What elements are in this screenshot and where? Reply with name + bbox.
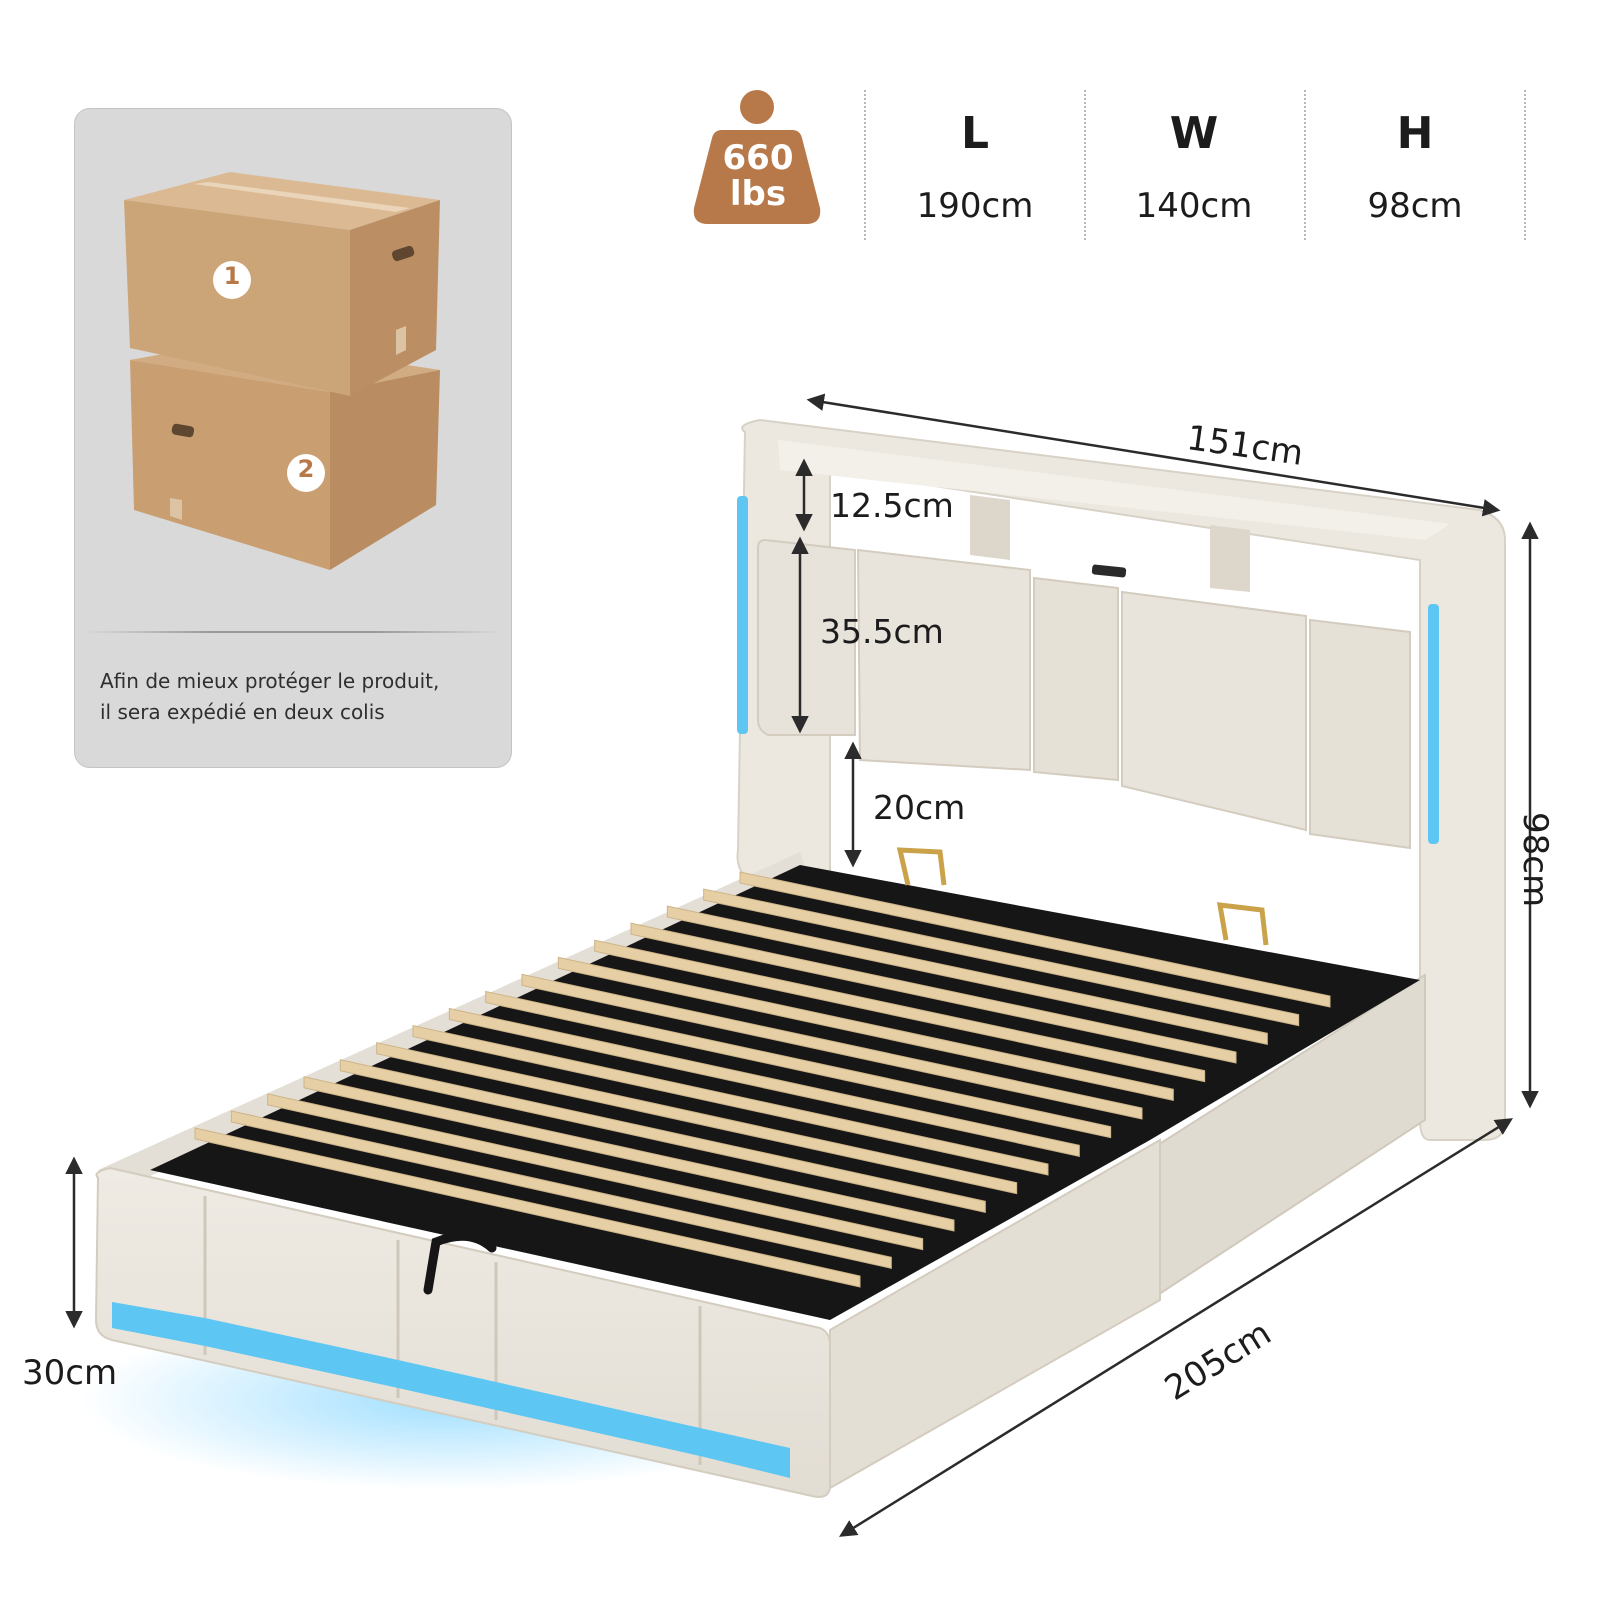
panel-divider xyxy=(86,631,500,633)
wood-slat xyxy=(666,905,1268,1045)
pull-strap xyxy=(423,1231,497,1295)
weight-unit: lbs xyxy=(729,174,787,214)
shelf-height-label: 12.5cm xyxy=(830,486,954,525)
height-value: 98cm xyxy=(1367,186,1463,226)
led-strip xyxy=(112,1302,790,1478)
spec-separator xyxy=(1304,90,1306,240)
spec-separator xyxy=(1524,90,1526,240)
panel-height-label: 35.5cm xyxy=(820,612,944,651)
wood-slat xyxy=(630,922,1237,1064)
weight-icon xyxy=(693,90,821,224)
weight-capacity: 660 lbs xyxy=(692,140,824,212)
box-1-number: 1 xyxy=(223,262,241,290)
shipping-note-line-2: il sera expédié en deux colis xyxy=(100,700,385,724)
height-label: H xyxy=(1396,108,1434,159)
weight-value: 660 xyxy=(722,138,794,178)
wood-slat xyxy=(739,871,1331,1008)
total-height-label: 98cm xyxy=(1515,812,1555,908)
spec-separator xyxy=(864,90,866,240)
spec-separator xyxy=(1084,90,1086,240)
shipping-boxes-illustration xyxy=(124,172,440,570)
led-strip xyxy=(1428,604,1439,844)
wood-slat xyxy=(703,888,1300,1027)
wood-slat xyxy=(594,939,1206,1083)
length-value: 190cm xyxy=(916,186,1034,226)
shipping-note-line-1: Afin de mieux protéger le produit, xyxy=(100,669,440,693)
led-strip xyxy=(737,496,748,734)
width-value: 140cm xyxy=(1135,186,1253,226)
wood-slat xyxy=(557,956,1174,1101)
usb-port-icon xyxy=(1091,564,1127,578)
length-label: L xyxy=(960,108,990,159)
frame-height-label: 30cm xyxy=(22,1353,118,1393)
box-1 xyxy=(124,172,440,396)
shipping-note: Afin de mieux protéger le produit, il se… xyxy=(100,666,500,728)
dimension-lines xyxy=(65,393,1539,1537)
panel-gap-label: 20cm xyxy=(873,788,966,827)
width-label: W xyxy=(1169,108,1219,159)
box-2-number: 2 xyxy=(297,455,315,483)
